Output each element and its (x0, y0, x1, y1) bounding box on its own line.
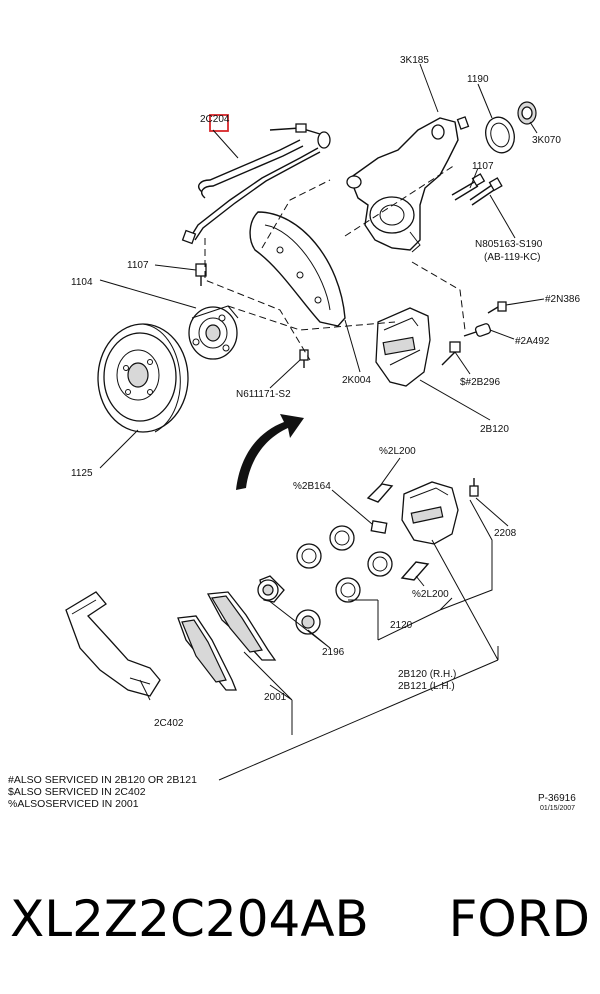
caliper-bracket-2c402 (65, 591, 161, 697)
label-2b164: %2B164 (293, 481, 331, 492)
label-3k070: 3K070 (532, 135, 561, 146)
bolt-2a492 (463, 323, 492, 337)
footnote-2: $ALSO SERVICED IN 2C402 (8, 786, 146, 798)
label-2l200-lower: %2L200 (412, 589, 449, 600)
bearing-3k070 (517, 101, 537, 125)
brake-pads-2001 (177, 591, 277, 691)
bleeder-2n386 (487, 301, 507, 314)
stud-n611171 (299, 349, 309, 368)
label-2b120-upper: 2B120 (480, 424, 509, 435)
label-2120: 2120 (390, 620, 413, 631)
label-1107-left: 1107 (127, 260, 149, 271)
label-1107-upper: 1107 (472, 161, 494, 172)
part-labels: 3K185 1190 3K070 2C204 1107 N805163-S190… (71, 55, 580, 812)
label-2208: 2208 (494, 528, 517, 539)
footnote-1: #ALSO SERVICED IN 2B120 OR 2B121 (8, 774, 197, 786)
caliper-exploded (401, 481, 459, 545)
label-2n386: #2N386 (545, 294, 580, 305)
label-2b121-lh: 2B121 (L.H.) (398, 681, 455, 692)
brake-assembly-diagram: 3K185 1190 3K070 2C204 1107 N805163-S190… (65, 55, 580, 812)
label-2l200-upper: %2L200 (379, 446, 416, 457)
footnotes: #ALSO SERVICED IN 2B120 OR 2B121 $ALSO S… (8, 774, 197, 810)
label-2a492: #2A492 (515, 336, 550, 347)
label-3k185: 3K185 (400, 55, 429, 66)
bleeder-2208 (469, 478, 479, 497)
spindle-knuckle (346, 116, 470, 253)
clip-2l200-lower (400, 561, 430, 581)
piston-seals (296, 525, 393, 603)
label-1190: 1190 (467, 74, 489, 85)
direction-arrow (236, 414, 304, 490)
hub-bearing-1104 (188, 305, 239, 360)
pistons-2196 (257, 575, 321, 635)
caliper-2b120 (375, 307, 431, 387)
clip-2l200-upper (366, 483, 394, 503)
label-2c204: 2C204 (200, 114, 230, 125)
label-2c402: 2C402 (154, 718, 184, 729)
bolts-1107-upper (451, 173, 503, 206)
brake-rotor-1125 (97, 323, 189, 433)
callout-lines-lower (139, 499, 499, 781)
splash-shield-2k004 (249, 211, 346, 327)
abs-sensor-harness-2c204 (181, 123, 331, 245)
brand-name: FORD (448, 890, 590, 948)
label-date: 01/15/2007 (540, 805, 575, 812)
callout-lines-upper (99, 63, 545, 587)
label-1104: 1104 (71, 277, 93, 288)
label-2b296: $#2B296 (460, 377, 500, 388)
guide-lines-upper (204, 164, 466, 361)
label-2001: 2001 (264, 692, 287, 703)
label-ab119: (AB-119-KC) (484, 252, 541, 263)
label-p36916: P-36916 (538, 793, 576, 804)
label-2k004: 2K004 (342, 375, 371, 386)
highlight-box (209, 114, 229, 132)
part-number: XL2Z2C204AB (10, 890, 369, 948)
bolt-2b296 (441, 341, 461, 366)
footnote-3: %ALSOSERVICED IN 2001 (8, 798, 139, 810)
clip-2b164 (370, 520, 388, 534)
label-2b120-rh: 2B120 (R.H.) (398, 669, 456, 680)
caption: XL2Z2C204AB FORD (10, 884, 590, 954)
seal-1190 (485, 116, 515, 154)
label-n805163: N805163-S190 (475, 239, 543, 250)
label-2196: 2196 (322, 647, 345, 658)
label-n611171: N611171-S2 (236, 389, 291, 400)
label-1125: 1125 (71, 468, 93, 479)
